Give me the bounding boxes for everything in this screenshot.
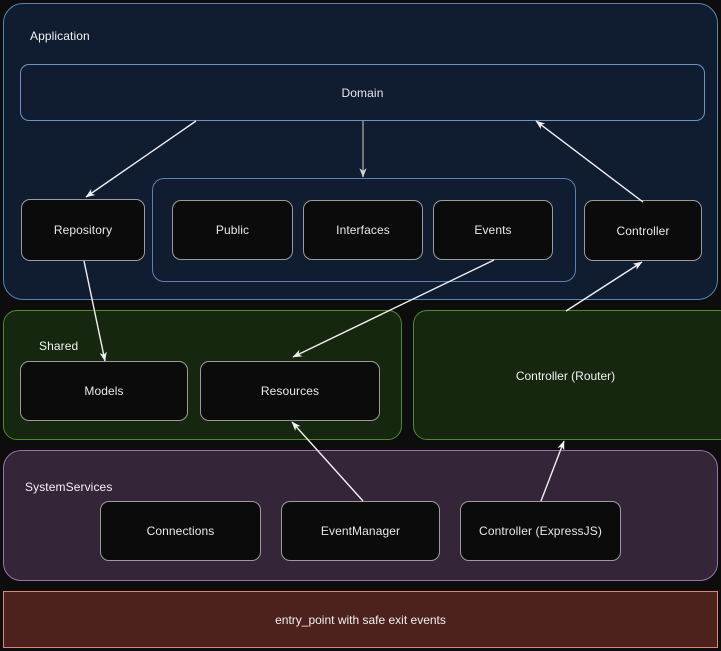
node-events[interactable]: Events <box>433 200 553 260</box>
group-application-label: Application <box>30 29 90 43</box>
node-controller[interactable]: Controller <box>584 200 702 261</box>
group-entry-point-label: entry_point with safe exit events <box>275 613 446 627</box>
group-controller-router-label: Controller (Router) <box>515 369 616 383</box>
node-controller-expressjs[interactable]: Controller (ExpressJS) <box>460 501 621 561</box>
node-domain[interactable]: Domain <box>20 64 705 121</box>
node-connections[interactable]: Connections <box>100 501 261 561</box>
node-interfaces[interactable]: Interfaces <box>303 200 423 260</box>
group-system-services-label: SystemServices <box>25 480 113 494</box>
node-public[interactable]: Public <box>172 200 293 260</box>
group-entry-point <box>3 591 718 648</box>
group-shared-label: Shared <box>39 339 79 353</box>
node-models[interactable]: Models <box>20 361 188 421</box>
node-repository[interactable]: Repository <box>21 199 145 261</box>
node-resources[interactable]: Resources <box>200 361 380 421</box>
node-event-manager[interactable]: EventManager <box>281 501 440 561</box>
